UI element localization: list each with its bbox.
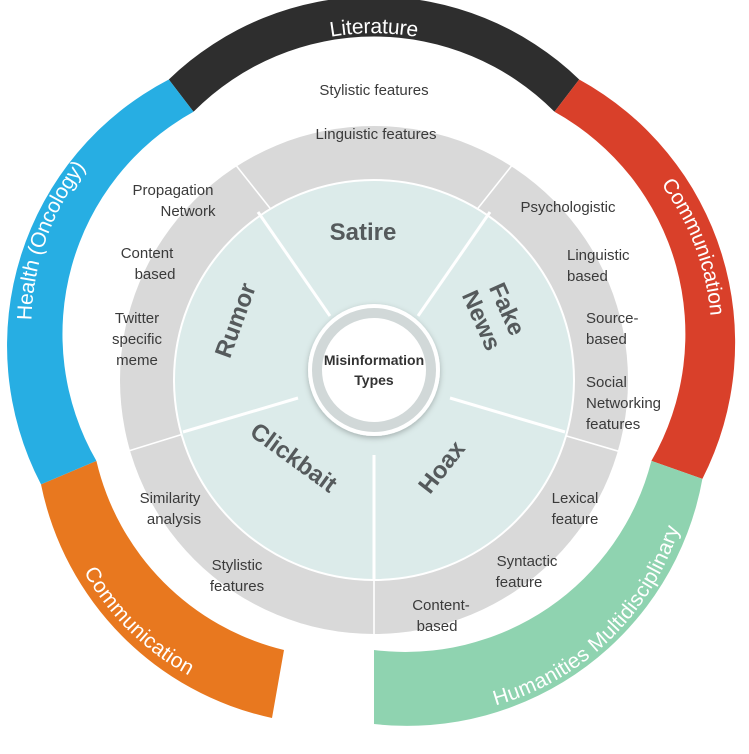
feature-similarity-1: Similarity [140, 490, 201, 507]
feature-linguistic-features: Linguistic features [316, 126, 437, 143]
feature-twitter-2: specific [112, 331, 163, 348]
feature-stylistic-features: Stylistic features [319, 82, 428, 99]
feature-content-based-1: Content- [412, 597, 470, 614]
feature-source-based-2: based [586, 331, 627, 348]
feature-linguistic-based-1: Linguistic [567, 247, 630, 264]
feature-content-based-h2: based [135, 266, 176, 283]
feature-source-based-1: Source- [586, 310, 639, 327]
feature-content-based-2: based [417, 618, 458, 635]
domain-band-humanities [374, 460, 703, 726]
feature-social-networking-3: features [586, 416, 640, 433]
category-satire: Satire [330, 219, 397, 246]
feature-social-networking-2: Networking [586, 395, 661, 412]
feature-linguistic-based-2: based [567, 268, 608, 285]
feature-stylistic-2: features [210, 578, 264, 595]
feature-lexical-1: Lexical [552, 490, 599, 507]
feature-twitter-1: Twitter [115, 310, 159, 327]
center-disc [322, 318, 426, 422]
feature-propagation-1: Propagation [133, 182, 214, 199]
feature-syntactic-1: Syntactic [497, 553, 558, 570]
feature-content-based-h1: Content [121, 245, 174, 262]
feature-twitter-3: meme [116, 352, 158, 369]
domain-bands [7, 0, 736, 726]
feature-similarity-2: analysis [147, 511, 201, 528]
center-title-line1: Misinformation [324, 352, 424, 368]
domain-band-literature [168, 0, 580, 112]
gray-ring-dividers [96, 111, 652, 650]
center-title-line2: Types [354, 372, 394, 388]
feature-social-networking-1: Social [586, 374, 627, 391]
domain-band-communication-right [554, 79, 736, 479]
feature-psychologistic: Psychologistic [520, 199, 616, 216]
category-dividers [182, 211, 566, 580]
domain-label-literature: Literature [328, 15, 420, 42]
domain-band-communication-left [41, 460, 284, 718]
domain-band-health [7, 79, 194, 485]
feature-stylistic-1: Stylistic [212, 557, 263, 574]
feature-propagation-2: Network [160, 203, 216, 220]
feature-lexical-2: feature [552, 511, 599, 528]
feature-syntactic-2: feature [496, 574, 543, 591]
